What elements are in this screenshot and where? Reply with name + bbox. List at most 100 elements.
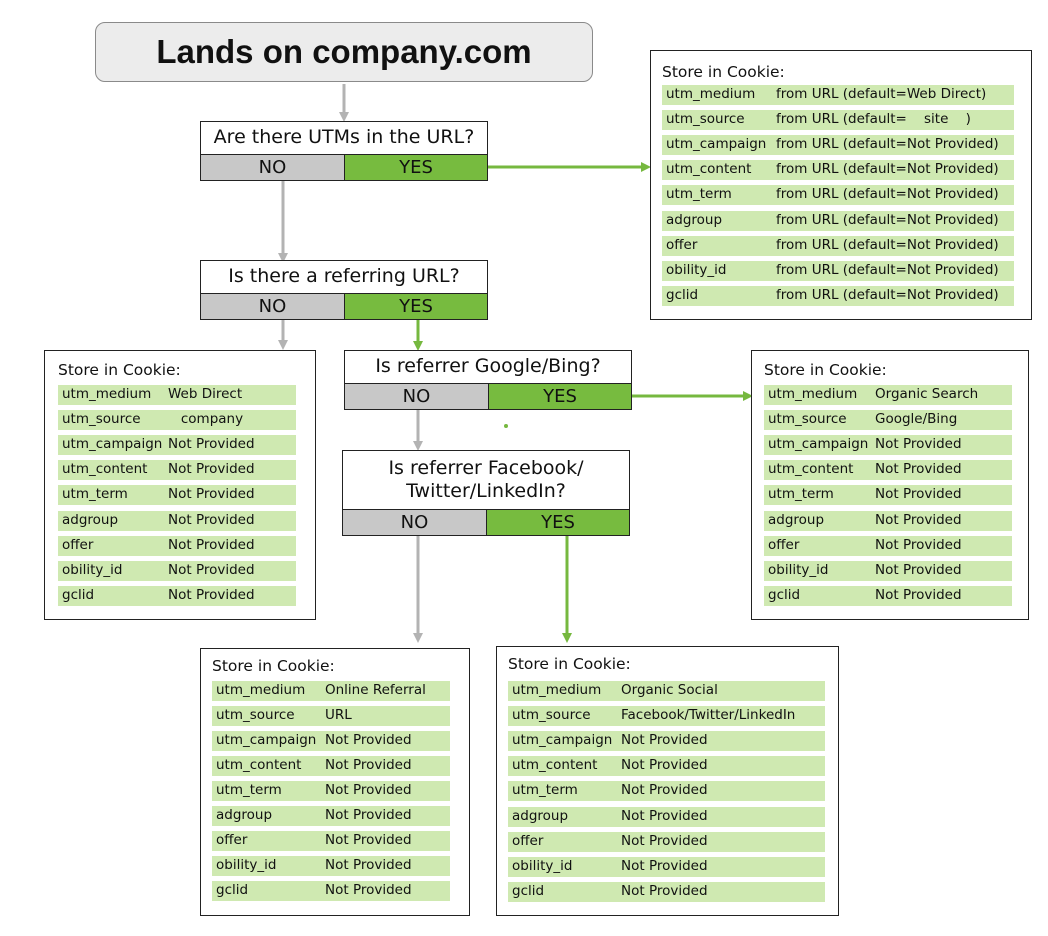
cookie-value: Not Provided [621, 782, 708, 798]
cookie-key: obility_id [512, 858, 573, 874]
q1-yes-answer: YES [344, 154, 488, 181]
cookie-value: Not Provided [168, 512, 255, 528]
cookie-key: utm_source [216, 707, 295, 723]
q3-no-answer: NO [344, 383, 489, 410]
cookie-value: Not Provided [621, 883, 708, 899]
cookie-key: utm_source [62, 411, 141, 427]
cookie-key: utm_source [666, 111, 745, 127]
cookie-value: URL [325, 707, 352, 723]
cookie-value: Not Provided [325, 807, 412, 823]
cookie-value: Not Provided [875, 461, 962, 477]
cookie-value: Not Provided [621, 808, 708, 824]
cookie-row: utm_medium Organic Search [764, 385, 1012, 405]
cookie-key: utm_content [666, 161, 752, 177]
cookie-value: from URL (default=Not Provided) [776, 237, 999, 253]
cookie-value: Organic Social [621, 682, 718, 698]
cookie-key: utm_term [216, 782, 282, 798]
cookie-row: adgroup Not Provided [58, 511, 296, 531]
cookie-row: gclid Not Provided [58, 586, 296, 606]
cookie-value: Not Provided [325, 757, 412, 773]
cookie-key: utm_content [62, 461, 148, 477]
cookie-value: Not Provided [875, 587, 962, 603]
cookie-box-title: Store in Cookie: [662, 63, 785, 81]
cookie-key: utm_term [666, 186, 732, 202]
question-referrer-social: Is referrer Facebook/ Twitter/LinkedIn? [342, 450, 630, 510]
cookie-key: utm_campaign [666, 136, 767, 152]
cookie-value: from URL (default=Not Provided) [776, 287, 999, 303]
cookie-value: Not Provided [325, 832, 412, 848]
cookie-value: Not Provided [325, 882, 412, 898]
cookie-key: utm_medium [768, 386, 858, 402]
cookie-value: Not Provided [875, 512, 962, 528]
cookie-box-title: Store in Cookie: [58, 361, 181, 379]
cookie-key: utm_term [512, 782, 578, 798]
cookie-value: Google/Bing [875, 411, 958, 427]
cookie-box-title: Store in Cookie: [212, 657, 335, 675]
cookie-value: Not Provided [168, 562, 255, 578]
cookie-key: gclid [512, 883, 545, 899]
cookie-value: from URL (default=Not Provided) [776, 212, 999, 228]
cookie-row: gclid Not Provided [508, 882, 825, 902]
cookie-key: utm_content [512, 757, 598, 773]
cookie-key: utm_medium [62, 386, 152, 402]
cookie-key: obility_id [666, 262, 727, 278]
cookie-key: utm_campaign [216, 732, 317, 748]
cookie-row: utm_campaign from URL (default=Not Provid… [662, 135, 1014, 155]
question-referrer-google-bing: Is referrer Google/Bing? [344, 350, 632, 384]
start-node: Lands on company.com [95, 22, 593, 82]
cookie-row: utm_content Not Provided [212, 756, 450, 776]
cookie-value: Not Provided [168, 486, 255, 502]
cookie-value: Not Provided [168, 587, 255, 603]
cookie-key: offer [512, 833, 544, 849]
cookie-value: company [168, 411, 244, 427]
q3-yes-answer: YES [488, 383, 632, 410]
cookie-value: Organic Search [875, 386, 979, 402]
cookie-value: from URL (default=Not Provided) [776, 136, 999, 152]
cookie-value: Not Provided [325, 857, 412, 873]
q4-yes-answer: YES [486, 509, 630, 536]
cookie-row: utm_content Not Provided [508, 756, 825, 776]
cookie-key: gclid [62, 587, 95, 603]
cookie-key: adgroup [62, 512, 119, 528]
cookie-value: Not Provided [875, 436, 962, 452]
cookie-row: utm_medium Organic Social [508, 681, 825, 701]
cookie-key: utm_medium [512, 682, 602, 698]
q2-yes-answer: YES [344, 293, 488, 320]
cookie-value: Not Provided [168, 537, 255, 553]
cookie-value: Not Provided [621, 757, 708, 773]
q2-no-answer: NO [200, 293, 345, 320]
cookie-row: utm_source URL [212, 706, 450, 726]
cookie-key: adgroup [512, 808, 569, 824]
cookie-key: utm_content [216, 757, 302, 773]
cookie-key: utm_term [768, 486, 834, 502]
cookie-value: Not Provided [621, 732, 708, 748]
cookie-box-web-direct: Store in Cookie: utm_medium Web Direct utm_… [44, 350, 316, 620]
cookie-key: utm_source [512, 707, 591, 723]
cookie-row: adgroup Not Provided [508, 807, 825, 827]
cookie-value: Web Direct [168, 386, 243, 402]
q1-no-answer: NO [200, 154, 345, 181]
cookie-box-title: Store in Cookie: [764, 361, 887, 379]
